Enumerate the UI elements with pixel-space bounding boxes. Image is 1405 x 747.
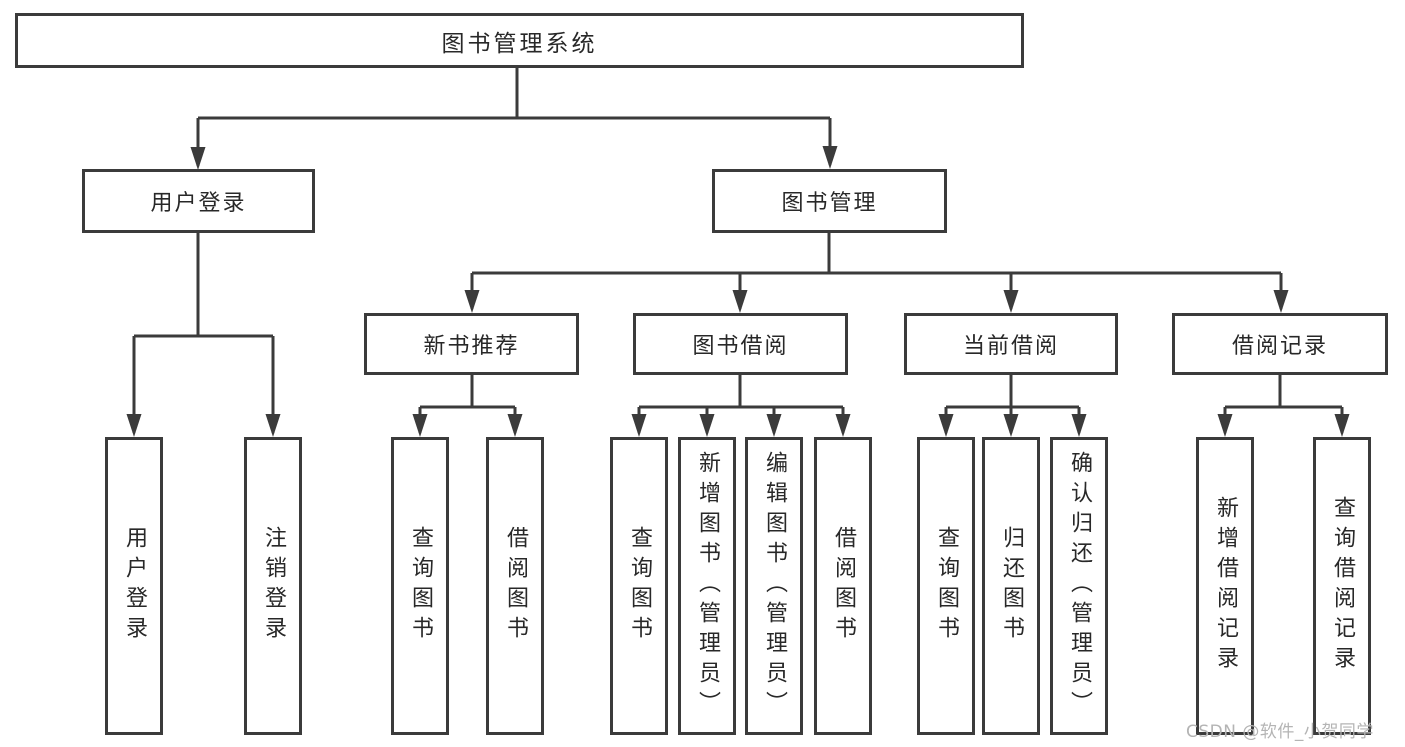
node-root-label: 图书管理系统	[441, 30, 598, 57]
csdn-watermark: CSDN @软件_小贺同学	[1186, 722, 1374, 742]
node-new-book-recommend: 新书推荐	[364, 313, 579, 375]
node-book-management-label: 图书管理	[781, 191, 878, 216]
node-borrow-records: 借阅记录	[1172, 313, 1388, 375]
leaf-borrow-borrow-books-label: 借阅图书	[831, 526, 856, 646]
leaf-borrow-edit-books-admin-label: 编辑图书（管理员）	[762, 451, 787, 721]
leaf-records-query-record-label: 查询借阅记录	[1330, 496, 1355, 676]
leaf-current-query-books: 查询图书	[917, 437, 975, 735]
node-book-management: 图书管理	[712, 169, 947, 233]
leaf-current-return-books-label: 归还图书	[999, 526, 1024, 646]
leaf-recommend-borrow-books: 借阅图书	[486, 437, 544, 735]
leaf-current-return-books: 归还图书	[982, 437, 1040, 735]
node-user-login-label: 用户登录	[150, 191, 247, 216]
node-current-borrow-label: 当前借阅	[962, 334, 1059, 359]
leaf-recommend-borrow-books-label: 借阅图书	[503, 526, 528, 646]
node-borrow-records-label: 借阅记录	[1231, 334, 1328, 359]
leaf-logout: 注销登录	[244, 437, 302, 735]
leaf-current-confirm-return-admin: 确认归还（管理员）	[1050, 437, 1108, 735]
leaf-borrow-borrow-books: 借阅图书	[814, 437, 872, 735]
leaf-current-confirm-return-admin-label: 确认归还（管理员）	[1067, 451, 1092, 721]
node-book-borrow-label: 图书借阅	[692, 334, 789, 359]
leaf-borrow-edit-books-admin: 编辑图书（管理员）	[745, 437, 803, 735]
leaf-borrow-query-books-label: 查询图书	[627, 526, 652, 646]
node-root-system: 图书管理系统	[15, 13, 1024, 68]
leaf-records-query-record: 查询借阅记录	[1313, 437, 1371, 735]
leaf-borrow-add-books-admin: 新增图书（管理员）	[678, 437, 736, 735]
leaf-records-add-record-label: 新增借阅记录	[1213, 496, 1238, 676]
leaf-recommend-query-books: 查询图书	[391, 437, 449, 735]
leaf-user-login-label: 用户登录	[122, 526, 147, 646]
node-user-login: 用户登录	[82, 169, 315, 233]
leaf-records-add-record: 新增借阅记录	[1196, 437, 1254, 735]
leaf-current-query-books-label: 查询图书	[934, 526, 959, 646]
node-book-borrow: 图书借阅	[633, 313, 848, 375]
leaf-borrow-add-books-admin-label: 新增图书（管理员）	[695, 451, 720, 721]
leaf-user-login: 用户登录	[105, 437, 163, 735]
leaf-borrow-query-books: 查询图书	[610, 437, 668, 735]
leaf-logout-label: 注销登录	[261, 526, 286, 646]
leaf-recommend-query-books-label: 查询图书	[408, 526, 433, 646]
node-new-book-recommend-label: 新书推荐	[423, 334, 520, 359]
node-current-borrow: 当前借阅	[904, 313, 1118, 375]
